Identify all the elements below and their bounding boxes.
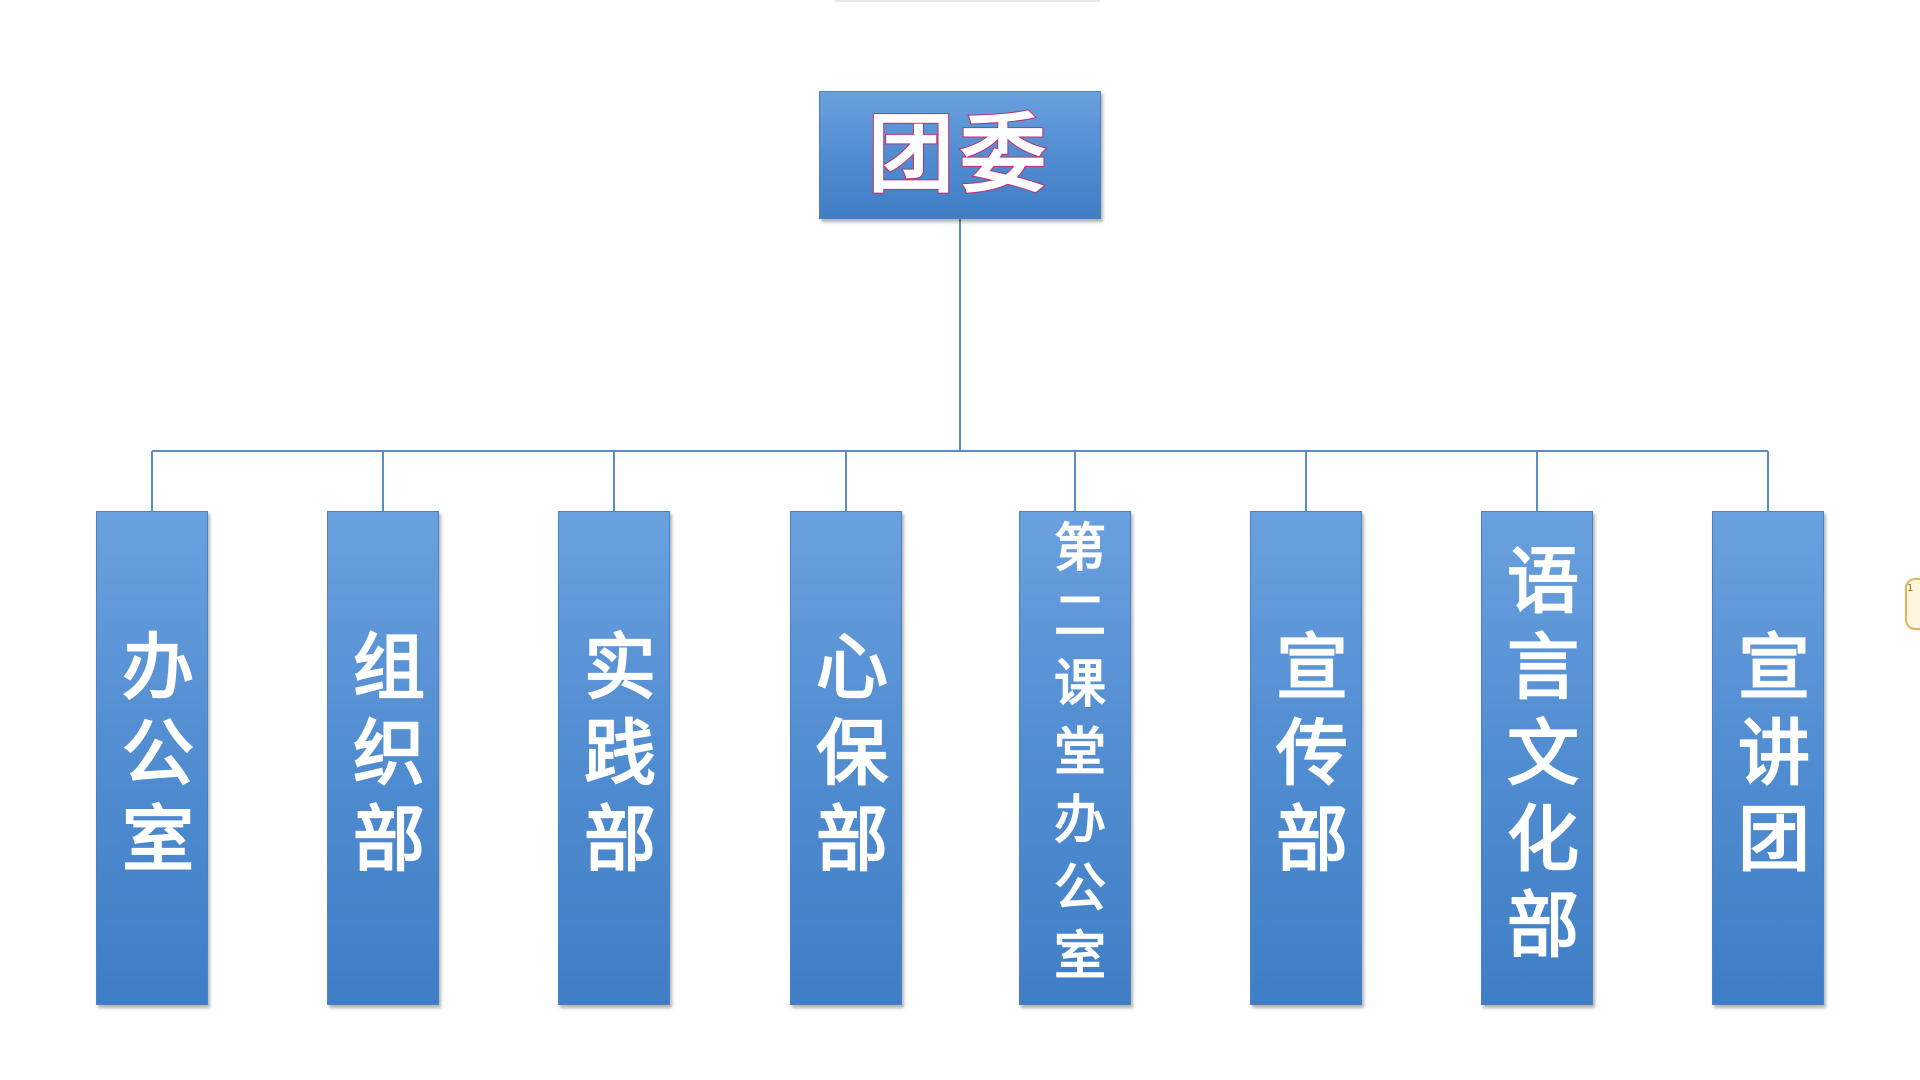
dept-node-second-classroom: 第二课堂办公室 — [1019, 511, 1131, 1005]
dept-node-organization: 组织部 — [327, 511, 439, 1005]
root-node-box: 团委 — [819, 91, 1101, 219]
dept-node-label: 宣传部 — [1263, 629, 1348, 887]
dept-node-label: 实践部 — [571, 629, 656, 887]
dept-node-practice: 实践部 — [558, 511, 670, 1005]
root-node-label: 团委 — [867, 105, 1052, 205]
edge-comment-marker-label: 1 — [1907, 583, 1914, 594]
dept-node-publicity: 宣传部 — [1250, 511, 1362, 1005]
dept-node-label: 语言文化部 — [1494, 543, 1579, 973]
dept-node-lecture-group: 宣讲团 — [1712, 511, 1824, 1005]
dept-node-psych: 心保部 — [790, 511, 902, 1005]
dept-node-label: 心保部 — [803, 629, 888, 887]
dept-node-label: 第二课堂办公室 — [1044, 520, 1105, 996]
dept-node-label: 组织部 — [340, 629, 425, 887]
dept-node-language-culture: 语言文化部 — [1481, 511, 1593, 1005]
dept-node-label: 办公室 — [109, 629, 194, 887]
dept-node-office: 办公室 — [96, 511, 208, 1005]
top-edge-strip — [835, 0, 1100, 2]
edge-comment-marker[interactable] — [1905, 578, 1920, 630]
dept-node-label: 宣讲团 — [1725, 629, 1810, 887]
